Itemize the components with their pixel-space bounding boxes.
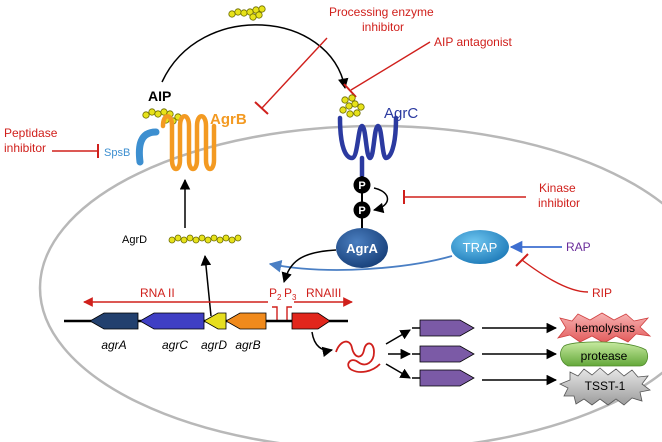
p3-promoter-label: P3	[284, 286, 297, 302]
kinase-inhibitor-label: Kinase inhibitor	[538, 181, 580, 210]
agrb-protein	[160, 114, 217, 172]
gene-agrB	[225, 312, 267, 330]
processing-inhibitor-line	[261, 37, 328, 109]
aip-antagonist-bar	[343, 83, 357, 98]
agra-to-promoter-arrow	[281, 249, 337, 284]
target-gene-3	[419, 369, 475, 387]
trap-label: TRAP	[463, 240, 498, 255]
aip-label: AIP	[148, 88, 171, 104]
aip-antagonist-label: AIP antagonist	[434, 35, 513, 49]
p2-promoter-mark	[272, 306, 278, 320]
rna3-label: RNAIII	[306, 286, 341, 300]
hemolysins-shape	[556, 312, 652, 344]
gene-to-agrd-arrow	[200, 254, 212, 317]
rip-label: RIP	[592, 286, 612, 300]
spsb-label: SpsB	[104, 147, 130, 159]
gene-label-agrC: agrC	[162, 338, 188, 352]
branch-arrow-3	[385, 363, 411, 379]
gene-agrD	[203, 312, 227, 330]
protease-shape	[560, 341, 648, 367]
gene-label-agrA: agrA	[101, 338, 126, 352]
free-aip-peptide	[228, 5, 266, 21]
agra-label: AgrA	[346, 241, 378, 256]
rna2-label: RNA II	[140, 286, 175, 300]
trap-to-promoter-arrow	[268, 255, 453, 273]
phosphate-2-label: P	[358, 205, 365, 217]
agra-protein	[336, 228, 388, 268]
processing-inhibitor-bar	[254, 101, 269, 115]
rip-inhibition-line	[521, 259, 589, 293]
tsst1-label: TSST-1	[585, 379, 626, 393]
phosphate-1	[353, 176, 371, 194]
peptidase-inhibitor-label: Peptidase inhibitor	[4, 126, 61, 155]
agrc-aip-bound	[339, 94, 365, 118]
tsst1-shape	[559, 367, 651, 406]
trap-protein	[451, 230, 509, 264]
gene-label-agrD: agrD	[201, 338, 227, 352]
protease-label: protease	[581, 349, 628, 363]
rnaiii-molecule	[335, 340, 381, 373]
spsb-protein	[135, 128, 160, 166]
gene-agrA	[89, 312, 139, 330]
aip-export-arrow	[161, 24, 349, 90]
p3-promoter-mark	[286, 306, 292, 320]
branch-arrow-1	[385, 329, 411, 345]
rna3-to-rnaiii-arrow	[311, 331, 334, 357]
agrb-label: AgrB	[210, 111, 247, 128]
gene-rna3	[291, 312, 331, 330]
rap-label: RAP	[566, 240, 591, 254]
phosphotransfer-arrow	[372, 187, 389, 214]
target-gene-2	[419, 345, 475, 363]
agrd-peptide-chain	[168, 234, 242, 244]
agrd-peptide-label: AgrD	[122, 234, 147, 246]
agrc-protein	[337, 115, 399, 179]
gene-label-agrB: agrB	[235, 338, 260, 352]
target-gene-1	[419, 319, 475, 337]
aip-antagonist-line	[350, 41, 431, 91]
phosphate-1-label: P	[358, 180, 365, 192]
hemolysins-label: hemolysins	[575, 321, 635, 335]
gene-agrC	[139, 312, 205, 330]
phosphate-2	[353, 201, 371, 219]
p2-promoter-label: P2	[269, 286, 282, 302]
agrc-label: AgrC	[384, 105, 418, 122]
rip-inhibition-bar	[515, 253, 529, 267]
processing-inhibitor-label: Processing enzyme inhibitor	[329, 5, 437, 34]
